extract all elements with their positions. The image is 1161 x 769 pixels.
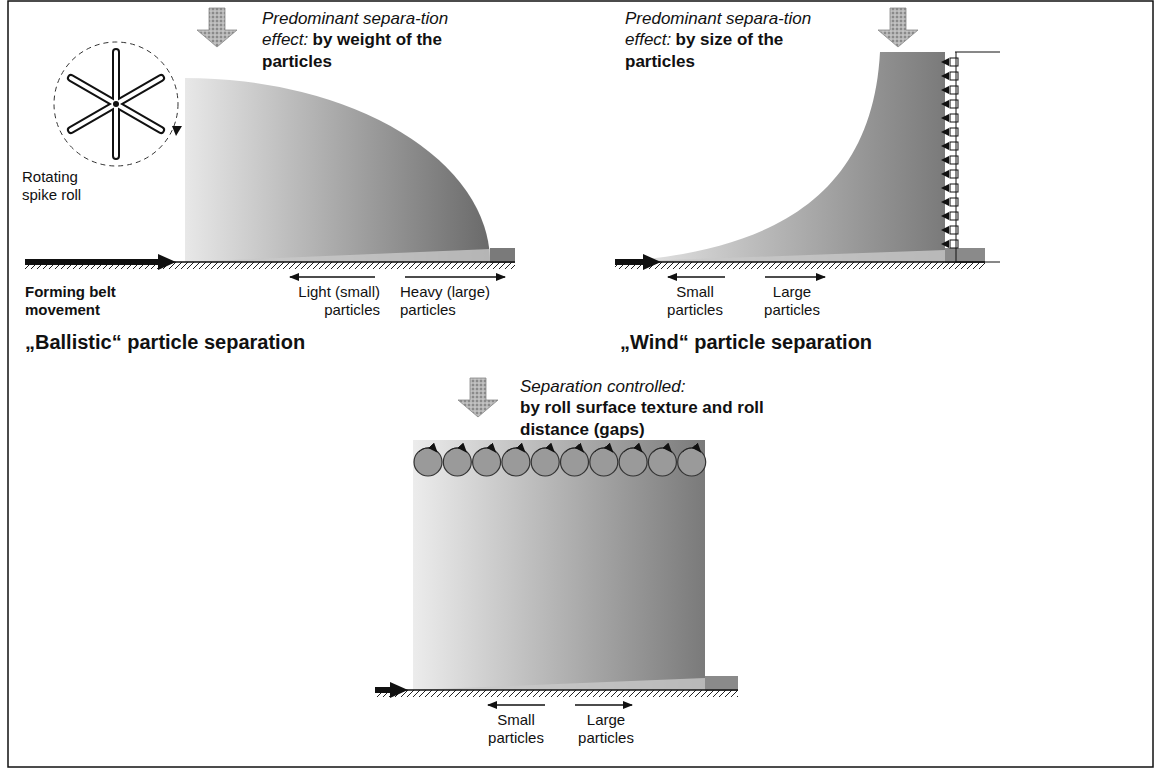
part-label: Rotating spike roll: [22, 168, 102, 204]
part-label: Large particles: [752, 283, 832, 319]
panel-caption: „Ballistic“ particle separation: [25, 330, 425, 354]
heading-group: Separation controlled:by roll surface te…: [520, 376, 790, 440]
heading-group: Predominant separa-tion effect:by weight…: [262, 8, 477, 72]
effect-heading: Separation controlled:: [520, 376, 786, 397]
wind-panel: [615, 8, 1000, 277]
frame: [8, 1, 1153, 767]
part-label: Heavy (large) particles: [400, 283, 510, 319]
part-label: Small particles: [655, 283, 735, 319]
part-label: Large particles: [566, 711, 646, 747]
effect-text: by roll surface texture and roll distanc…: [520, 397, 786, 440]
part-label: Light (small) particles: [282, 283, 380, 319]
heading-group: Predominant separa-tion effect:by size o…: [625, 8, 855, 72]
part-label: Forming belt movement: [25, 283, 135, 319]
panel-caption: „Wind“ particle separation: [620, 330, 1020, 354]
ballistic-panel: [25, 8, 515, 277]
part-label: Small particles: [476, 711, 556, 747]
